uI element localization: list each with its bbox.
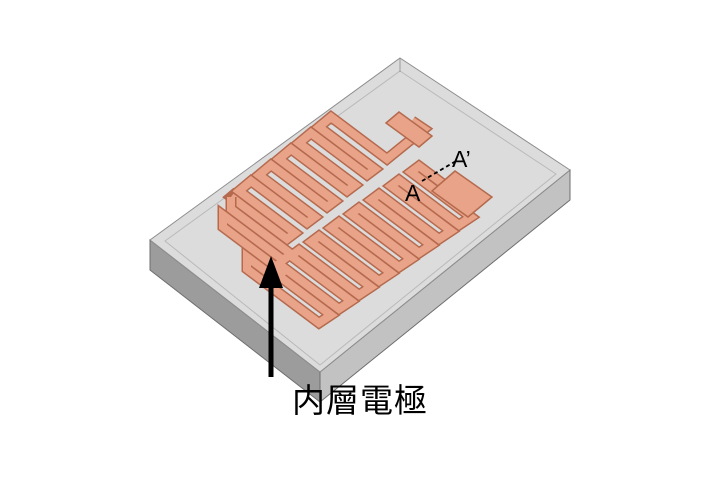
substrate-slab: [149, 57, 571, 404]
electrode-trace-group: [222, 109, 434, 246]
figure-caption: 内層電極: [292, 381, 428, 420]
section-label-a-prime: A’: [452, 146, 471, 172]
callout-arrow: [259, 256, 283, 377]
electrode-trace-fill: [228, 111, 431, 244]
callout-arrow-head: [259, 256, 283, 288]
pad-right-terminal: [430, 170, 494, 218]
section-label-a: A: [405, 180, 421, 206]
pad-top-terminal: [384, 111, 434, 148]
